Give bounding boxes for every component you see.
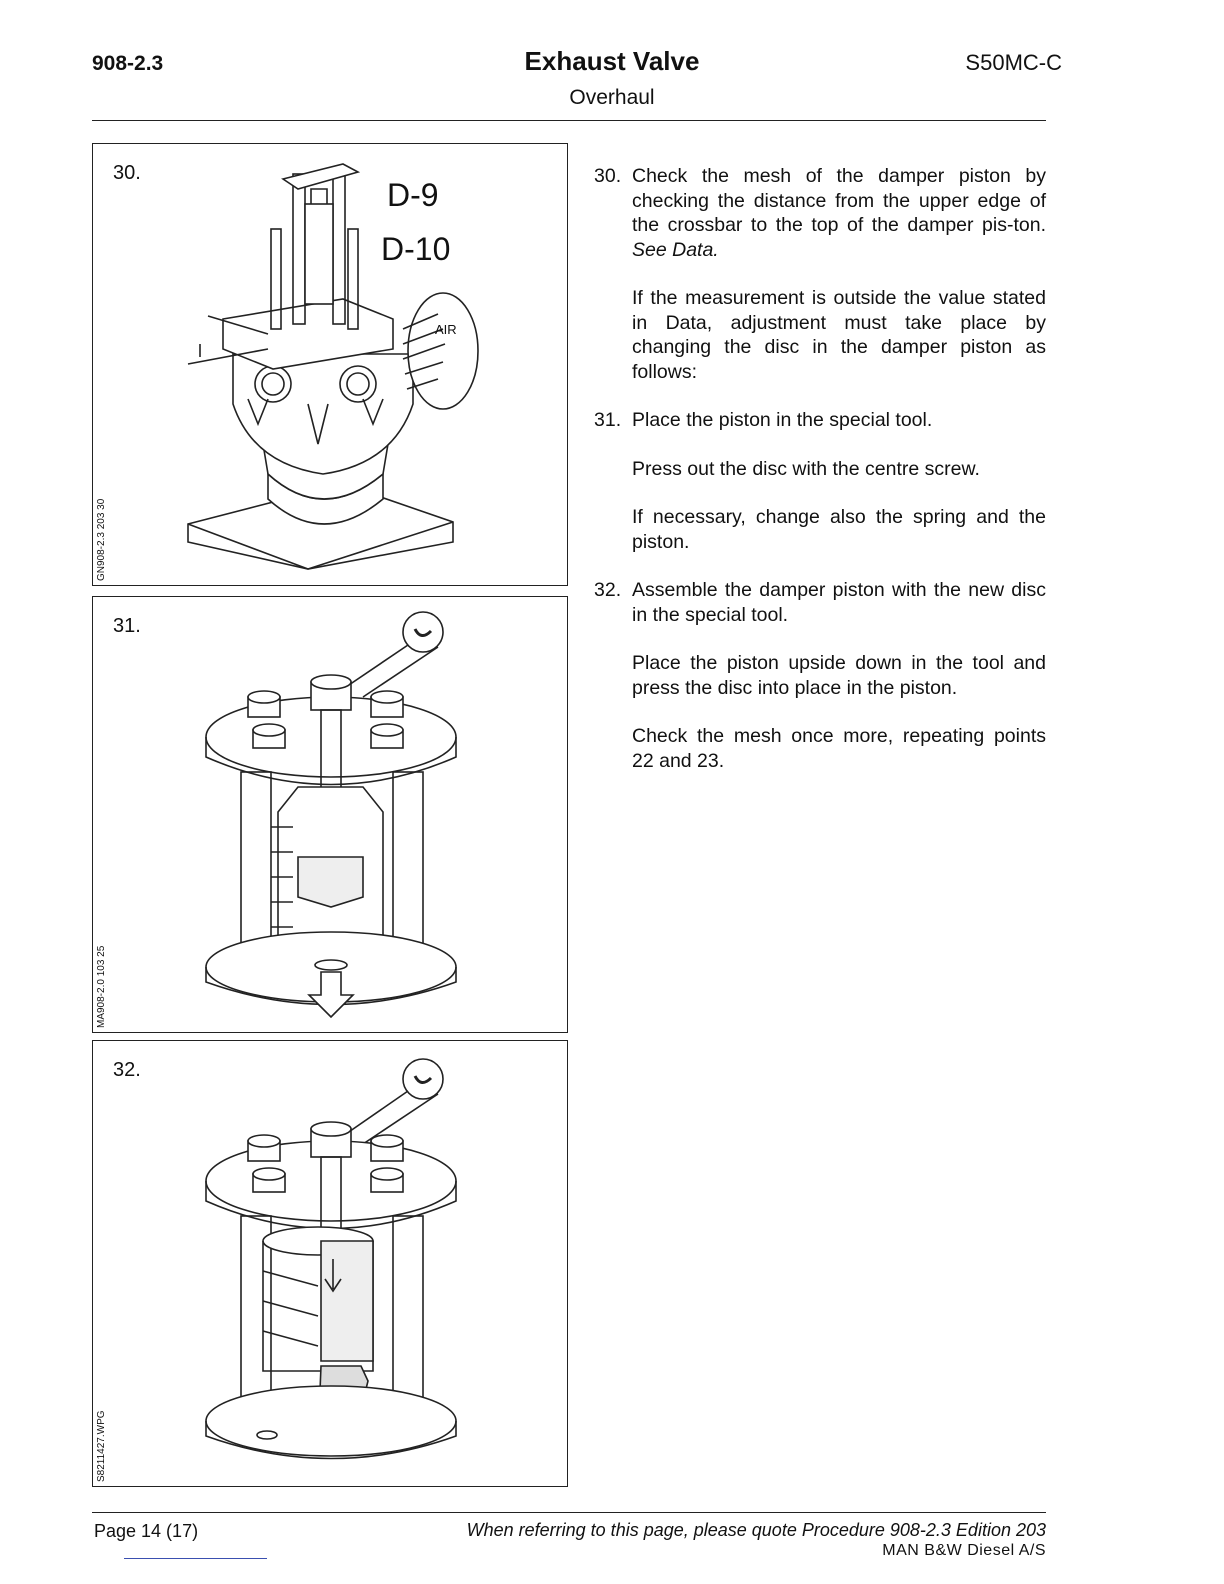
step-text: Check the mesh of the damper piston by c…: [632, 165, 1046, 236]
step-32: 32. Assemble the damper piston with the …: [594, 578, 1046, 627]
header-rule: [92, 120, 1046, 121]
figure-code: GN908-2.3 203 30: [96, 498, 107, 581]
engine-type: S50MC-C: [965, 50, 1062, 75]
step-paragraph: If the measurement is outside the value …: [632, 287, 1046, 383]
footer-mark: [124, 1558, 267, 1559]
damper-tool-assemble-illustration: [205, 1058, 457, 1460]
page-number: Page 14 (17): [94, 1521, 199, 1541]
step-paragraph: If necessary, change also the spring and…: [632, 506, 1046, 553]
label-air: AIR: [435, 322, 457, 337]
label-d9: D-9: [387, 177, 439, 213]
step-number: 31.: [594, 409, 622, 431]
figure-number: 31.: [113, 615, 141, 637]
procedure-reference: When referring to this page, please quot…: [466, 1520, 1046, 1540]
step-number: 30.: [594, 165, 622, 187]
figure-32: 32. S8211427.WPG: [92, 1040, 568, 1487]
step-30: 30. Check the mesh of the damper piston …: [594, 164, 1046, 262]
figure-code: S8211427.WPG: [96, 1410, 107, 1482]
step-text: Place the piston in the special tool.: [632, 409, 933, 431]
step-paragraph: Press out the disc with the centre screw…: [632, 457, 980, 480]
figure-31: 31. MA908-2.0 103 25: [92, 596, 568, 1033]
figure-30: D-9 D-10 AIR 30. GN908-2.3 203 30: [92, 143, 568, 586]
step-paragraph: Check the mesh once more, repeating poin…: [632, 725, 1046, 772]
footer-rule: [92, 1512, 1046, 1513]
exhaust-valve-illustration: D-9 D-10 AIR: [187, 163, 479, 570]
step-text: Assemble the damper piston with the new …: [632, 579, 1046, 626]
page-title: Exhaust Valve: [524, 46, 700, 76]
document-number: 908-2.3: [92, 52, 164, 75]
company-name: MAN B&W Diesel A/S: [882, 1542, 1046, 1559]
step-31: 31. Place the piston in the special tool…: [594, 408, 1046, 433]
damper-tool-press-out-illustration: [205, 611, 457, 1019]
see-data-reference: See Data.: [632, 238, 719, 261]
figure-code: MA908-2.0 103 25: [96, 945, 107, 1028]
figure-number: 32.: [113, 1059, 141, 1081]
step-paragraph: Place the piston upside down in the tool…: [632, 652, 1046, 699]
figure-number: 30.: [113, 162, 141, 184]
label-d10: D-10: [381, 231, 450, 267]
instructions: 30. Check the mesh of the damper piston …: [594, 164, 1046, 773]
page-subtitle: Overhaul: [569, 86, 655, 109]
step-number: 32.: [594, 579, 622, 601]
